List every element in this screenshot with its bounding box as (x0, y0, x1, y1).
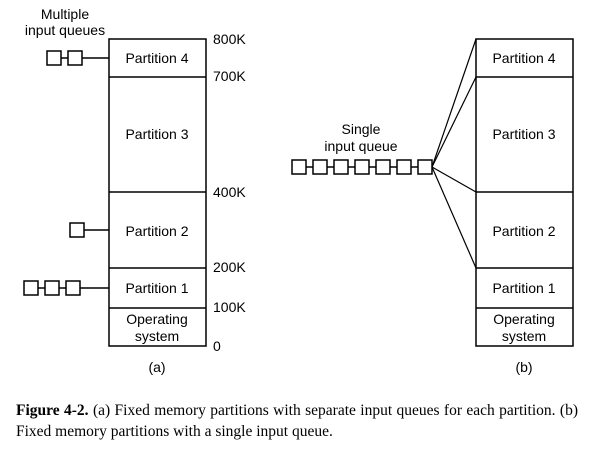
os-label-b-line1: Operating (493, 311, 554, 327)
os-label-b-line2: system (502, 328, 546, 344)
partition-3-label-a: Partition 3 (125, 126, 188, 142)
queue-partition-1 (23, 280, 109, 296)
multiple-queues-label-line1: Multiple (41, 6, 89, 22)
sublabel-a: (a) (148, 359, 165, 375)
partition-4-label-b: Partition 4 (492, 50, 555, 66)
os-label-a-line1: Operating (126, 311, 187, 327)
caption-text: (a) Fixed memory partitions with separat… (16, 402, 578, 440)
os-label-a-line2: system (135, 328, 179, 344)
partition-2-label-b: Partition 2 (492, 223, 555, 239)
address-200k: 200K (213, 259, 246, 275)
address-400k: 400K (213, 184, 246, 200)
address-700k: 700K (213, 68, 246, 84)
queue-fanout-lines (431, 38, 477, 269)
address-0: 0 (213, 338, 221, 354)
address-100k: 100K (213, 299, 246, 315)
partition-2-label-a: Partition 2 (125, 223, 188, 239)
multiple-queues-label-line2: input queues (25, 22, 105, 38)
sublabel-b: (b) (515, 359, 532, 375)
single-input-queue (291, 159, 433, 175)
memory-partition-diagram: Multiple input queues Partition 4 Partit… (23, 6, 574, 375)
partition-1-label-a: Partition 1 (125, 280, 188, 296)
memory-column-a (108, 38, 207, 347)
figure-caption: Figure 4-2. (a) Fixed memory partitions … (16, 400, 578, 442)
figure-label: Figure 4-2. (16, 402, 89, 419)
partition-1-label-b: Partition 1 (492, 280, 555, 296)
address-800k: 800K (213, 31, 246, 47)
queue-partition-4 (46, 50, 109, 66)
partition-4-label-a: Partition 4 (125, 50, 188, 66)
partition-3-label-b: Partition 3 (492, 126, 555, 142)
single-queue-label-line1: Single (342, 121, 381, 137)
memory-column-b (475, 38, 574, 347)
queue-partition-2 (69, 222, 109, 238)
single-queue-label-line2: input queue (324, 138, 397, 154)
